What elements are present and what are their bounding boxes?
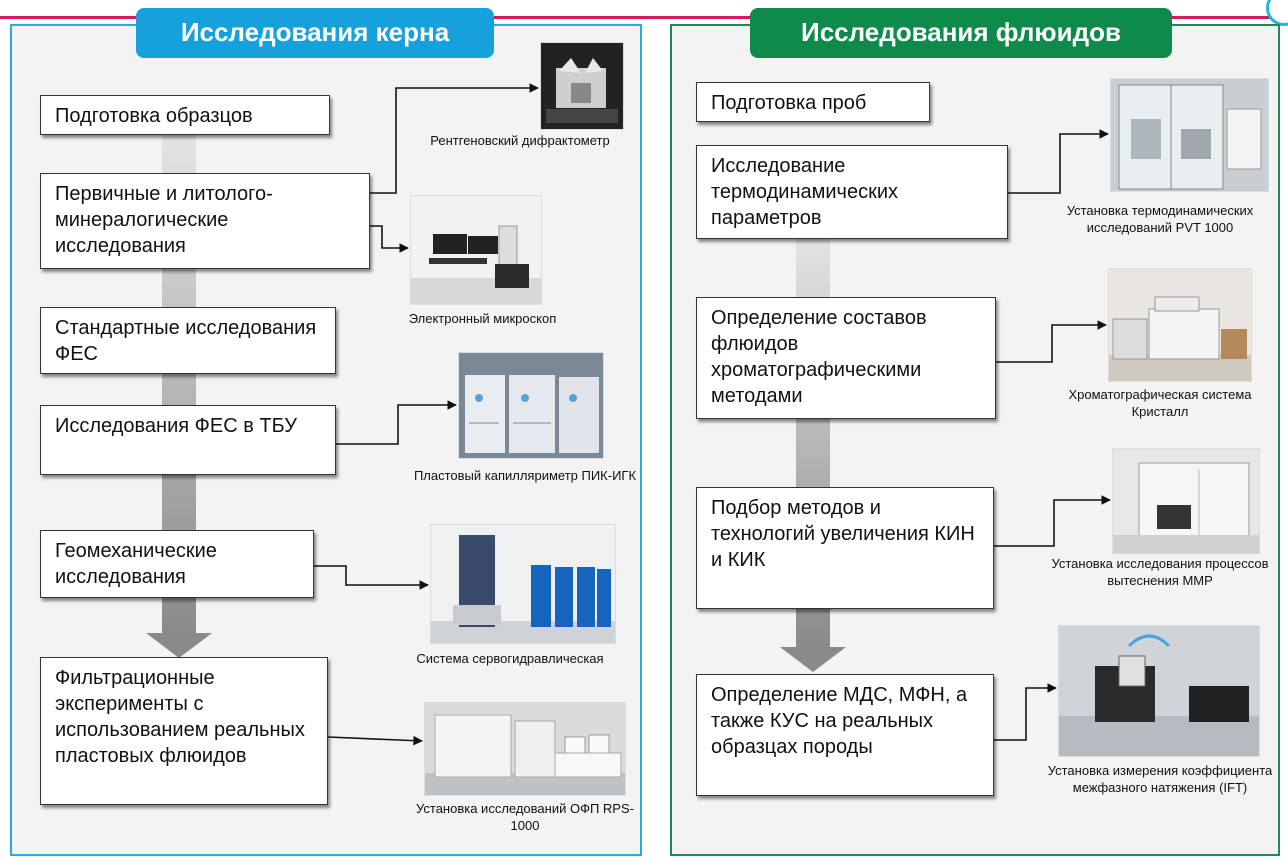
servohydraulic-system-photo xyxy=(430,524,616,644)
ift-setup-image xyxy=(1059,626,1259,756)
capillarimeter-photo xyxy=(458,352,604,459)
servohydraulic-system-image xyxy=(431,525,615,643)
step-interfacial-tension: Определение МДС, МФН, а также КУС на реа… xyxy=(696,674,994,796)
rps1000-image xyxy=(425,703,625,795)
step-sample-preparation-fluids: Подготовка проб xyxy=(696,82,930,122)
step-standard-fes: Стандартные исследования ФЕС xyxy=(40,307,336,374)
electron-microscope-photo xyxy=(410,195,542,305)
step-thermodynamic-parameters: Исследование термодинамических параметро… xyxy=(696,145,1008,239)
displacement-setup-photo xyxy=(1112,448,1260,554)
caption-displacement-setup: Установка исследования процессов вытесне… xyxy=(1051,556,1269,588)
xray-diffractometer-photo xyxy=(540,42,624,130)
core-research-title: Исследования керна xyxy=(136,8,494,58)
rps1000-photo xyxy=(424,702,626,796)
pvt1000-image xyxy=(1111,79,1268,191)
step-geomechanics: Геомеханические исследования xyxy=(40,530,314,598)
step-filtration-experiments: Фильтрационные эксперименты с использова… xyxy=(40,657,328,805)
chromatograph-image xyxy=(1109,269,1251,381)
step-chromatography: Определение составов флюидов хроматограф… xyxy=(696,297,996,419)
caption-ift-setup: Установка измерения коэффициента межфазн… xyxy=(1047,763,1273,795)
step-sample-preparation: Подготовка образцов xyxy=(40,95,330,135)
electron-microscope-image xyxy=(411,196,541,304)
step-fes-tbu: Исследования ФЕС в ТБУ xyxy=(40,405,336,475)
top-accent-line xyxy=(0,16,1288,19)
caption-electron-microscope: Электронный микроскоп xyxy=(408,311,557,326)
step-lithology-mineralogy: Первичные и литолого-минералогические ис… xyxy=(40,173,370,269)
capillarimeter-image xyxy=(459,353,603,458)
xray-diffractometer-image xyxy=(541,43,623,129)
displacement-setup-image xyxy=(1113,449,1259,553)
fluid-research-title: Исследования флюидов xyxy=(750,8,1172,58)
caption-pvt1000: Установка термодинамических исследований… xyxy=(1066,203,1254,235)
pvt1000-photo xyxy=(1110,78,1269,192)
caption-capillarimeter: Пластовый капилляриметр ПИК-ИГК xyxy=(413,468,637,483)
caption-servohydraulic-system: Система сервогидравлическая xyxy=(416,651,604,666)
caption-xray-diffractometer: Рентгеновский дифрактометр xyxy=(430,133,610,148)
chromatograph-photo xyxy=(1108,268,1252,382)
ift-setup-photo xyxy=(1058,625,1260,757)
step-eor-methods: Подбор методов и технологий увеличения К… xyxy=(696,487,994,609)
caption-rps1000: Установка исследований ОФП RPS-1000 xyxy=(416,801,634,833)
caption-chromatograph: Хроматографическая система Кристалл xyxy=(1068,387,1252,419)
